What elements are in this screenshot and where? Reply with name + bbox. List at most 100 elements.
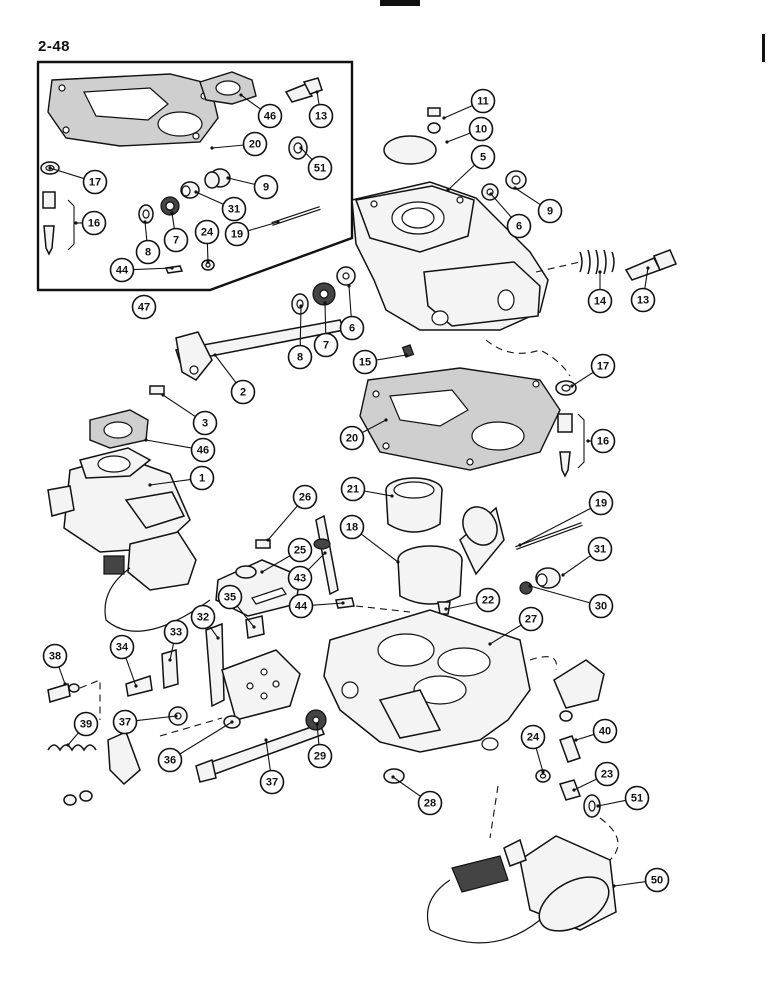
callout-label: 26 xyxy=(299,492,311,504)
washer-24b xyxy=(535,769,551,783)
callout-circle xyxy=(352,349,378,375)
callout-circle xyxy=(257,103,283,129)
leader-line xyxy=(445,601,477,610)
leader-tip xyxy=(161,393,165,397)
kit-clip-44 xyxy=(164,265,184,274)
callout-c19a: 19 xyxy=(224,220,280,247)
callout-c44b: 44 xyxy=(288,593,345,619)
callout-circle xyxy=(157,747,183,773)
screw-3 xyxy=(149,385,165,395)
leader-line xyxy=(489,624,522,645)
leader-tip xyxy=(384,418,388,422)
clip-33 xyxy=(161,649,179,689)
pin-19b xyxy=(515,522,583,550)
kit-washer-24 xyxy=(201,259,215,271)
shaft-37b xyxy=(195,723,325,783)
callout-circle xyxy=(109,634,135,660)
callout-c19b: 19 xyxy=(518,490,614,547)
leader-line xyxy=(316,91,320,105)
callout-circle xyxy=(308,103,334,129)
kit-bushing-9 xyxy=(204,168,231,189)
leader-tip xyxy=(174,714,178,718)
callout-circle xyxy=(588,490,614,516)
leader-line xyxy=(443,105,473,119)
screw-13a xyxy=(624,249,677,281)
plate-label xyxy=(553,659,605,709)
right-edge-mark xyxy=(762,34,765,62)
callout-label: 36 xyxy=(164,755,176,767)
callout-circle xyxy=(135,239,161,265)
leader-tip xyxy=(266,538,270,542)
leader-line xyxy=(324,302,327,334)
dash-float-body xyxy=(355,605,411,613)
leader-tip xyxy=(264,738,268,742)
leader-tip xyxy=(528,584,532,588)
washer-51b xyxy=(583,794,601,818)
callout-circle xyxy=(287,565,313,591)
callout-circle xyxy=(506,213,532,239)
callout-label: 30 xyxy=(595,601,607,613)
callout-label: 1 xyxy=(199,473,205,485)
callout-label: 22 xyxy=(482,595,494,607)
callout-label: 10 xyxy=(475,124,487,136)
callout-c2: 2 xyxy=(213,353,256,405)
callout-c39: 39 xyxy=(66,711,99,747)
callout-c6a: 6 xyxy=(489,192,532,239)
leader-line xyxy=(169,643,175,661)
leader-line xyxy=(133,267,173,271)
callout-circle xyxy=(259,769,285,795)
main-gasket xyxy=(359,367,561,471)
leader-line xyxy=(575,734,594,741)
leader-line xyxy=(179,721,233,755)
leader-tip xyxy=(488,642,492,646)
dash-cover-float xyxy=(485,339,571,377)
bracket-32 xyxy=(205,622,301,721)
callout-circle xyxy=(339,315,365,341)
callout-circle xyxy=(468,116,494,142)
cover-plug-10 xyxy=(383,135,437,165)
callout-circle xyxy=(587,288,613,314)
dash-spring xyxy=(535,261,581,273)
callout-circle xyxy=(340,476,366,502)
callout-circle xyxy=(537,198,563,224)
callout-circle xyxy=(644,867,670,893)
callout-label: 15 xyxy=(359,357,371,369)
callout-circle xyxy=(417,790,443,816)
washer-8a xyxy=(291,293,309,315)
callout-circle xyxy=(313,332,339,358)
callout-c9b: 9 xyxy=(226,174,279,200)
leader-tip xyxy=(612,884,616,888)
leader-line xyxy=(261,555,290,573)
bushing-6a xyxy=(481,183,499,201)
leader-tip xyxy=(206,260,210,264)
nipple-23 xyxy=(559,779,581,801)
callout-label: 18 xyxy=(346,522,358,534)
kit-outline xyxy=(36,60,354,292)
callout-label: 17 xyxy=(89,177,101,189)
callout-circle xyxy=(588,593,614,619)
callout-label: 28 xyxy=(424,798,436,810)
callout-circle xyxy=(518,606,544,632)
callout-label: 43 xyxy=(294,573,306,585)
leader-tip xyxy=(48,166,52,170)
callout-circle xyxy=(594,761,620,787)
callout-c35: 35 xyxy=(217,584,256,629)
callout-c9a: 9 xyxy=(513,186,563,224)
leader-tip xyxy=(323,551,327,555)
seal-7a xyxy=(312,282,336,306)
leader-tip xyxy=(276,220,280,224)
leader-line xyxy=(562,555,591,576)
leader-line xyxy=(312,602,344,606)
callout-c28: 28 xyxy=(391,775,443,816)
needle-16b xyxy=(557,413,573,478)
kit-seal-7 xyxy=(160,196,180,216)
seal-30 xyxy=(519,581,533,595)
leader-tip xyxy=(574,738,578,742)
callout-c46b: 46 xyxy=(144,437,216,463)
bushing-29 xyxy=(305,709,327,731)
leader-tip xyxy=(561,573,565,577)
leader-tip xyxy=(646,266,650,270)
callout-c32: 32 xyxy=(190,604,220,640)
choke-shaft-2 xyxy=(175,319,346,381)
callout-label: 34 xyxy=(116,642,129,654)
